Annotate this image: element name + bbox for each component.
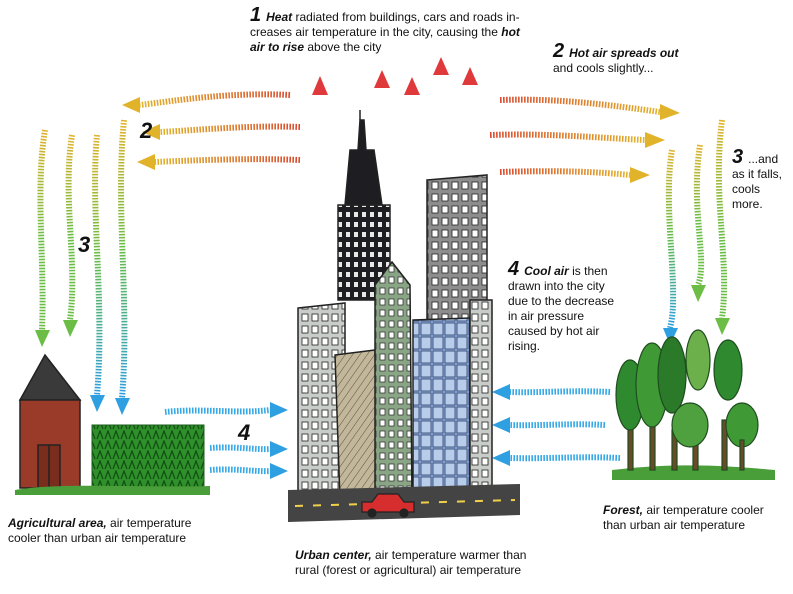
urban-key: Urban center, — [295, 548, 372, 562]
spread-arrows-right — [489, 96, 661, 178]
forest-key: Forest, — [603, 503, 644, 517]
farm-barn — [18, 353, 82, 489]
agricultural-key: Agricultural area, — [8, 516, 107, 530]
falling-arrows-left — [37, 119, 128, 399]
falling-arrowheads-left — [35, 320, 130, 415]
left-step2-number: 2 — [140, 118, 153, 143]
cool-air-arrows-left — [164, 407, 271, 475]
forest-label: Forest, air temperature cooler than urba… — [603, 503, 778, 533]
urban-label: Urban center, air temperature warmer tha… — [295, 548, 545, 578]
agricultural-label: Agricultural area, air temperature coole… — [8, 516, 208, 546]
cool-air-arrowheads-left — [270, 402, 288, 479]
step2-text: and cools slightly... — [553, 61, 654, 75]
step1-text-b: above the city — [304, 40, 382, 54]
city-buildings — [297, 110, 493, 501]
step2-label: 2 Hot air spreads out and cools slightly.… — [553, 41, 713, 76]
step1-key: Heat — [266, 10, 293, 24]
step1-label: 1 Heat radiated from buildings, cars and … — [250, 5, 535, 55]
falling-arrows-right — [665, 119, 728, 329]
left-step4-number: 4 — [238, 420, 251, 445]
step3-number: 3 — [732, 146, 744, 168]
cool-air-arrowheads-right — [492, 384, 510, 466]
step1-text-a: radiated from buildings, cars and roads … — [250, 10, 520, 39]
left-step3-number: 3 — [78, 232, 91, 257]
step1-number: 1 — [250, 4, 262, 26]
step1-key2: hot air to rise — [250, 25, 520, 54]
spread-arrowheads-left — [122, 97, 160, 170]
step4-label: 4 Cool air is then drawn into the city du… — [508, 259, 618, 354]
agricultural-text: air temperature cooler than urban air te… — [8, 516, 192, 545]
forest-text: air temperature cooler than urban air te… — [603, 503, 764, 532]
step3-text: ...and as it falls, cools more. — [732, 152, 783, 211]
urban-text: air temperature warmer than rural (fores… — [295, 548, 527, 577]
step2-number: 2 — [553, 40, 565, 62]
step4-text: is then drawn into the city due to the d… — [508, 264, 615, 353]
falling-arrowheads-right — [663, 285, 730, 345]
forest-trees — [612, 329, 775, 480]
spread-arrows-left — [139, 91, 301, 165]
step3-label: 3...and as it falls, cools more. — [732, 147, 790, 212]
cool-air-arrows-right — [509, 388, 621, 462]
car — [361, 493, 415, 518]
step2-key: Hot air spreads out — [569, 46, 679, 60]
spread-arrowheads-right — [630, 104, 680, 183]
step4-number: 4 — [508, 258, 520, 280]
corn-field — [15, 424, 210, 495]
step4-key: Cool air — [524, 264, 569, 278]
